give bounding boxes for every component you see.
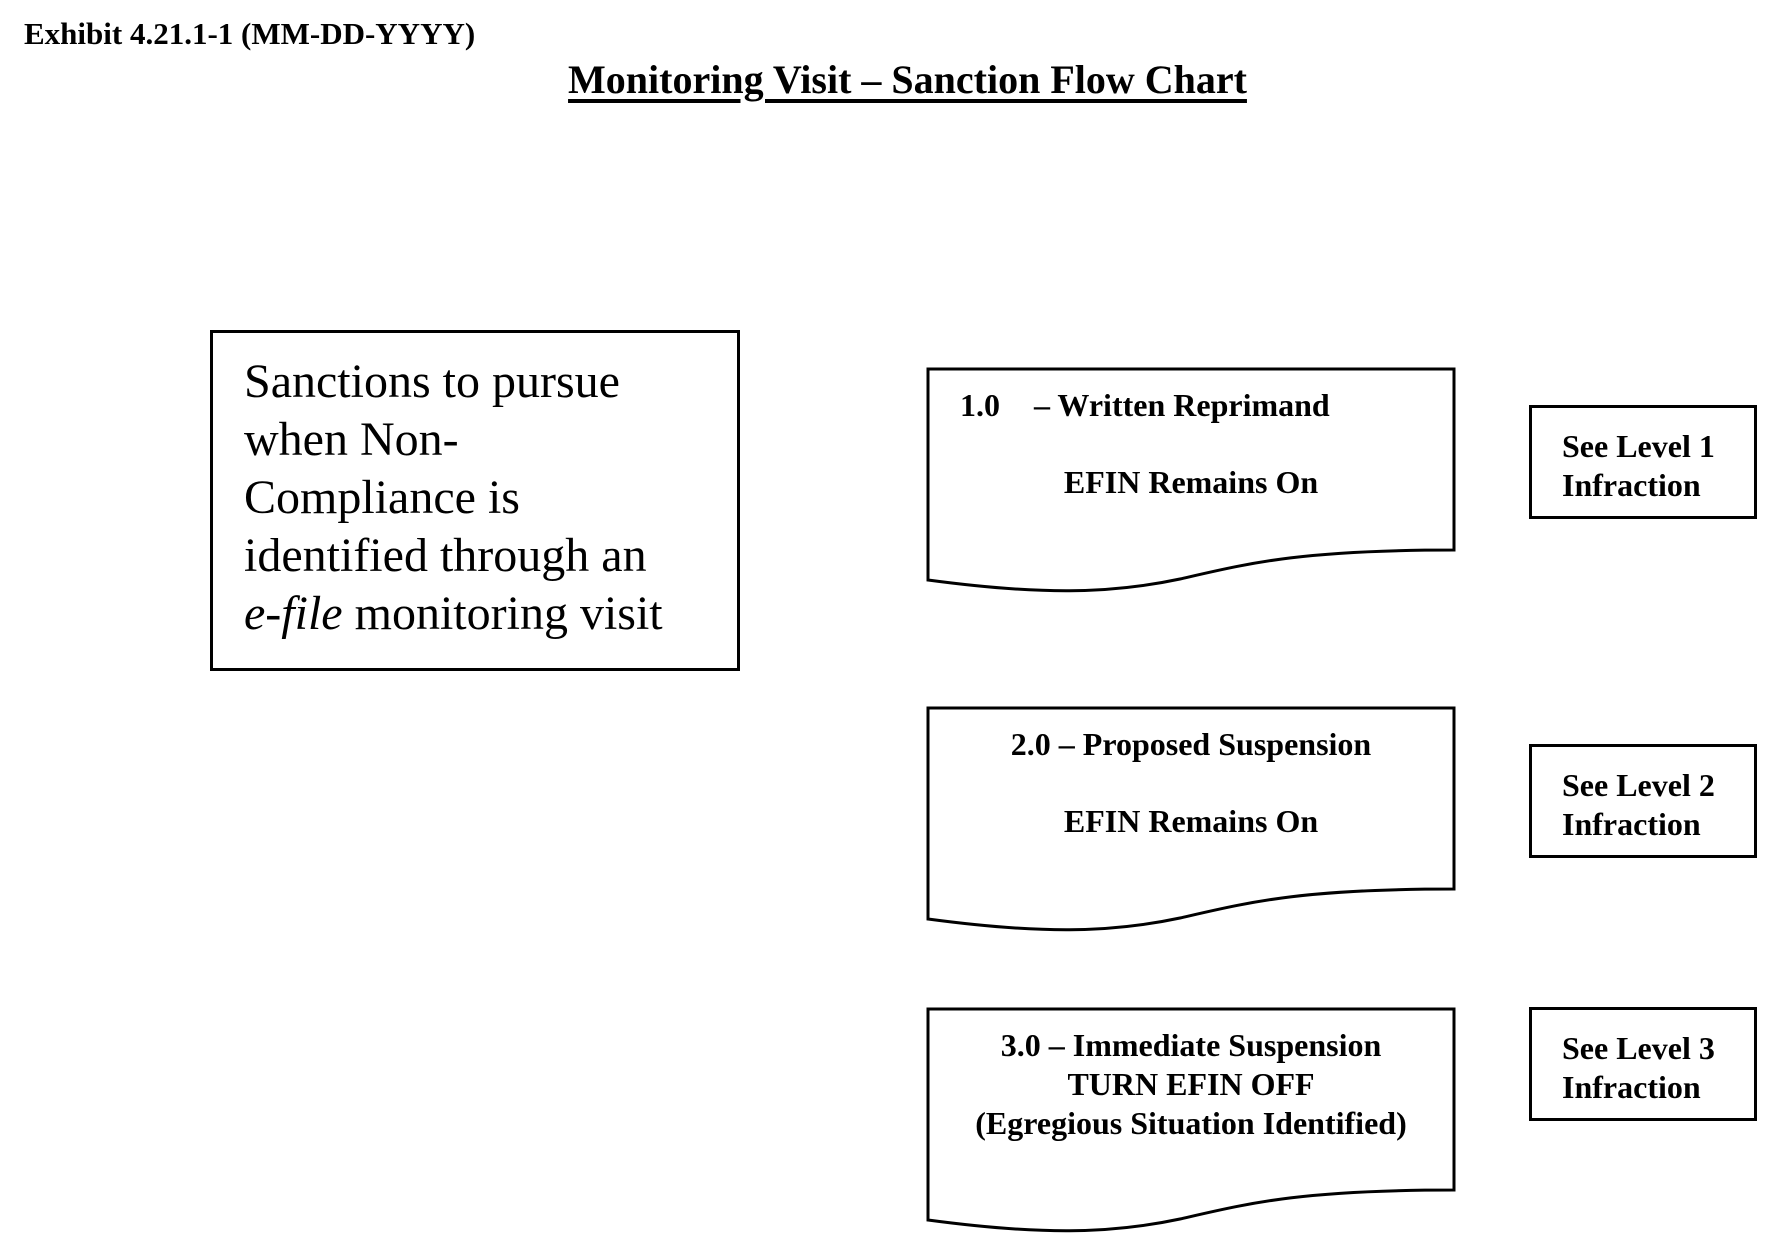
intro-line-5: e-file monitoring visit	[244, 585, 707, 643]
infraction-1-line-1: See Level 1	[1562, 428, 1715, 464]
page-title: Monitoring Visit – Sanction Flow Chart	[568, 57, 1247, 102]
sanction-1-heading: – Written Reprimand	[1034, 387, 1330, 423]
infraction-box-level-3: See Level 3 Infraction	[1529, 1007, 1757, 1121]
infraction-3-line-2: Infraction	[1562, 1069, 1701, 1105]
infraction-3-line-1: See Level 3	[1562, 1030, 1715, 1066]
document-shape-3	[926, 1007, 1456, 1233]
sanction-2-detail: EFIN Remains On	[1063, 803, 1319, 839]
sanction-3-line-3: (Egregious Situation Identified)	[975, 1105, 1407, 1141]
document-shape-2	[926, 706, 1456, 932]
infraction-box-level-1: See Level 1 Infraction	[1529, 405, 1757, 519]
intro-line-3: Compliance is	[244, 471, 520, 524]
intro-line-5-rest: monitoring visit	[342, 587, 663, 640]
exhibit-label: Exhibit 4.21.1-1 (MM-DD-YYYY)	[24, 16, 476, 51]
sanction-1-detail: EFIN Remains On	[1063, 464, 1319, 500]
document-shape-1	[926, 367, 1456, 593]
intro-line-1: Sanctions to pursue	[244, 355, 620, 408]
infraction-2-line-1: See Level 2	[1562, 767, 1715, 803]
intro-box: Sanctions to pursue when Non- Compliance…	[210, 330, 740, 671]
sanction-3-heading: 3.0 – Immediate Suspension	[1000, 1027, 1382, 1063]
infraction-2-line-2: Infraction	[1562, 806, 1701, 842]
intro-line-4: identified through an	[244, 529, 647, 582]
intro-line-5-italic: e-file	[244, 587, 343, 640]
sanction-1-number: 1.0	[960, 387, 1000, 423]
intro-line-2: when Non-	[244, 413, 459, 466]
sanction-2-heading: 2.0 – Proposed Suspension	[1010, 726, 1372, 762]
sanction-3-line-2: TURN EFIN OFF	[1067, 1066, 1315, 1102]
infraction-box-level-2: See Level 2 Infraction	[1529, 744, 1757, 858]
infraction-1-line-2: Infraction	[1562, 467, 1701, 503]
